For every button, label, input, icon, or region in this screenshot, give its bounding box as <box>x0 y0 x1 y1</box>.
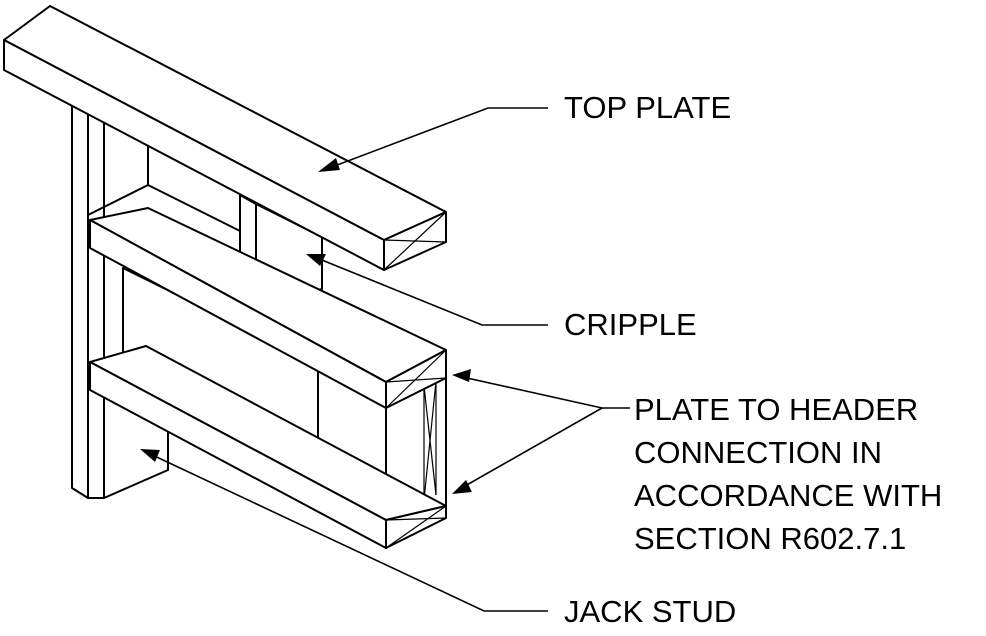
upper-header-plate <box>89 207 447 409</box>
cripple-leader <box>306 254 548 326</box>
connection-label-line4: SECTION R602.7.1 <box>634 521 906 556</box>
king-stud <box>71 89 105 499</box>
cripple-label: CRIPPLE <box>564 307 697 342</box>
connection-label-line1: PLATE TO HEADER <box>634 392 918 427</box>
top-plate-leader <box>318 107 548 172</box>
upper-cavity <box>87 135 241 232</box>
top-plate <box>3 5 447 271</box>
connection-label-line3: ACCORDANCE WITH <box>634 478 942 513</box>
jack-stud-label: JACK STUD <box>564 594 736 629</box>
jack-stud-leader <box>140 449 548 612</box>
connection-label-line2: CONNECTION IN <box>634 435 882 470</box>
connection-leaders <box>452 369 630 494</box>
bottom-header-plate <box>89 345 447 549</box>
top-plate-label: TOP PLATE <box>564 90 731 125</box>
